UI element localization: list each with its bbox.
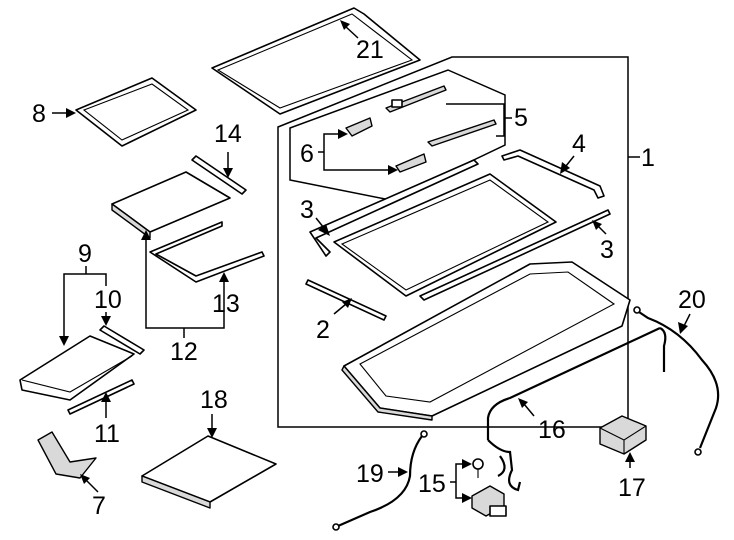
part-15-bolt: [472, 458, 484, 478]
arrow-19: [398, 467, 408, 477]
arrow-15a: [462, 459, 472, 469]
callout-1: 1: [641, 144, 655, 172]
arrow-21: [340, 20, 350, 30]
subassembly-outline-box: [289, 69, 506, 201]
part-9-deflector: [19, 335, 135, 401]
arrow-10: [101, 316, 111, 326]
callout-7: 7: [92, 492, 106, 520]
callout-11: 11: [94, 420, 120, 448]
callout-9: 9: [78, 240, 92, 268]
part-2-strip: [305, 279, 387, 321]
callout-3-left: 3: [300, 196, 314, 224]
arrow-14: [223, 168, 233, 178]
arrow-2: [342, 298, 352, 308]
part-14-strip: [191, 155, 247, 195]
arrow-20: [678, 322, 688, 334]
callout-19: 19: [356, 460, 384, 488]
arrow-15b: [462, 493, 472, 503]
callout-6: 6: [300, 140, 314, 168]
part-3-rail-right: [419, 209, 611, 301]
arrow-12b: [219, 272, 229, 282]
part-12-shade: [111, 171, 231, 239]
arrow-6b: [388, 165, 398, 175]
arrow-4: [560, 162, 570, 174]
part-3-rail-left: [309, 159, 479, 257]
part-5-arm-lower: [427, 119, 497, 147]
part-15-motor: [471, 485, 507, 517]
arrow-12a: [141, 230, 151, 240]
part-glass-inner: [333, 173, 557, 297]
part-5-arm-upper: [385, 85, 447, 113]
part-1-frame: [341, 261, 631, 421]
arrow-16: [518, 398, 528, 408]
leader-21: [344, 25, 359, 39]
leader-5: [446, 103, 505, 137]
arrow-11: [101, 392, 111, 402]
part-16-cable: [486, 327, 667, 492]
leader-4: [565, 155, 575, 167]
part-4-rail: [501, 149, 605, 199]
callout-2: 2: [316, 316, 330, 344]
leader-9: [63, 273, 107, 338]
part-21-seal: [211, 7, 421, 115]
arrow-3b: [592, 220, 602, 230]
callout-12: 12: [170, 338, 198, 366]
part-6-clip-upper: [345, 117, 373, 137]
part-10-clip-strip: [99, 325, 145, 355]
callout-14: 14: [214, 120, 242, 148]
callout-18: 18: [200, 386, 228, 414]
arrow-17: [625, 452, 635, 462]
assembly-outline-box: [277, 56, 629, 428]
part-20-hose: [633, 306, 720, 456]
callout-17: 17: [618, 474, 646, 502]
leader-2: [333, 303, 347, 315]
callout-21: 21: [356, 36, 384, 64]
leader-3a: [315, 217, 325, 229]
callout-15: 15: [418, 470, 446, 498]
callout-3-right: 3: [600, 236, 614, 264]
part-19-hose: [332, 430, 428, 531]
callout-5: 5: [514, 104, 528, 132]
arrow-18: [207, 428, 217, 438]
part-18-shade: [141, 435, 277, 509]
arrow-8: [66, 108, 76, 118]
callout-10: 10: [94, 286, 122, 314]
arrow-3a: [318, 224, 330, 236]
callout-4: 4: [572, 130, 586, 158]
part-7-bracket: [37, 431, 97, 479]
arrow-7: [80, 474, 90, 484]
part-6-clip-lower: [395, 153, 427, 173]
leader-3b: [597, 225, 607, 235]
part-8-glass: [75, 77, 197, 147]
leader-15: [455, 463, 466, 499]
part-11-seal-strip: [67, 379, 135, 415]
callout-13: 13: [212, 290, 240, 318]
leader-12: [145, 236, 225, 329]
leader-16: [523, 403, 535, 417]
leader-6: [323, 133, 390, 171]
part-17-module: [599, 415, 647, 455]
arrow-6a: [338, 129, 348, 139]
leader-7: [85, 479, 99, 493]
part-13-shade-frame: [149, 221, 265, 283]
leader-20: [683, 313, 691, 327]
callout-8: 8: [32, 100, 46, 128]
callout-16: 16: [538, 416, 566, 444]
arrow-9: [59, 336, 69, 346]
callout-20: 20: [678, 286, 706, 314]
